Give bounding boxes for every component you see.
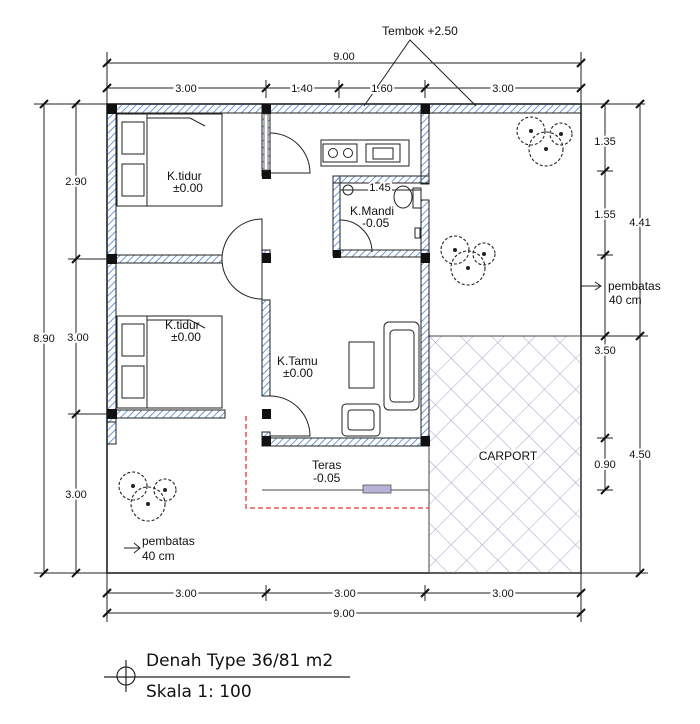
bedroom2-level: ±0.00: [171, 330, 201, 344]
dim-top-total: 9.00: [333, 51, 354, 63]
dim-right-seg-2: 1.55: [594, 209, 615, 221]
furniture: [116, 113, 422, 437]
dim-left-seg-3: 3.00: [65, 489, 86, 501]
title-symbol: [104, 660, 350, 692]
dim-right-total-2: 4.50: [629, 449, 650, 461]
wall-note: Tembok +2.50: [382, 24, 458, 38]
dim-bottom-seg-2: 3.00: [334, 588, 355, 600]
fence-left-label: pembatas: [142, 534, 195, 548]
living-level: ±0.00: [283, 366, 313, 380]
bathroom-level: -0.05: [362, 216, 390, 230]
fence-right-label: pembatas: [608, 279, 661, 293]
dim-bottom-seg-3: 3.00: [492, 588, 513, 600]
drawing-scale: Skala 1: 100: [146, 682, 252, 702]
fence-right-size: 40 cm: [609, 293, 642, 307]
dim-top-seg-4: 3.00: [492, 83, 513, 95]
bedroom1-level: ±0.00: [173, 181, 203, 195]
dim-bath-width: 1.45: [369, 182, 390, 194]
dim-top-seg-1: 3.00: [175, 83, 196, 95]
dim-top-seg-2: 1.40: [291, 83, 312, 95]
dim-bottom-total: 9.00: [333, 608, 354, 620]
dimension-ticks: [39, 58, 645, 618]
dim-right-seg-4: 0.90: [594, 459, 615, 471]
dim-right-seg-1: 1.35: [594, 136, 615, 148]
tree-centers: [131, 129, 563, 506]
drawing-title: Denah Type 36/81 m2: [146, 651, 334, 671]
window-bedroom-door: [263, 113, 269, 171]
carport-area: [428, 335, 582, 574]
doors: [221, 132, 373, 437]
bedroom1-name: K.tidur: [167, 169, 202, 183]
terrace-level: -0.05: [313, 471, 341, 485]
living-name: K.Tamu: [277, 354, 318, 368]
dim-top-seg-3: 1.60: [371, 83, 392, 95]
dim-left-seg-1: 2.90: [65, 176, 86, 188]
bathroom-name: K.Mandi: [350, 204, 394, 218]
columns: [107, 104, 430, 446]
terrace-outline: [245, 416, 429, 509]
terrace-mat: [362, 484, 392, 494]
dim-right-total-1: 4.41: [629, 217, 650, 229]
dim-bottom-seg-1: 3.00: [175, 588, 196, 600]
fence-left-size: 40 cm: [142, 549, 175, 563]
trees: [118, 116, 573, 522]
bedroom2-name: K.tidur: [165, 318, 200, 332]
terrace-name: Teras: [312, 458, 341, 472]
dim-right-seg-3: 3.50: [594, 345, 615, 357]
dim-left-seg-2: 3.00: [67, 332, 88, 344]
dim-left-total: 8.90: [33, 333, 54, 345]
carport-label: CARPORT: [479, 449, 538, 463]
